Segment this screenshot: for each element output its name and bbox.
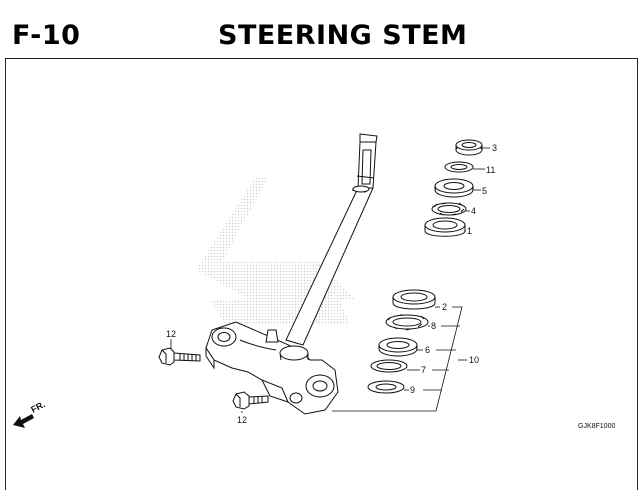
callout-8: 8 <box>431 321 436 331</box>
lower-bearing-stack <box>367 289 436 394</box>
steering-stem <box>205 133 378 415</box>
bolt-12-lower <box>232 391 269 410</box>
page-title: STEERING STEM <box>218 20 468 51</box>
callout-labels: 3 11 5 4 1 2 8 6 7 9 10 12 12 <box>166 143 497 425</box>
callout-12-lower: 12 <box>237 415 247 425</box>
callout-1: 1 <box>467 226 472 236</box>
upper-bearing-stack <box>424 139 483 237</box>
leader-lines <box>170 147 490 413</box>
bolt-12-upper <box>158 347 201 366</box>
callout-12-upper: 12 <box>166 329 176 339</box>
callout-3: 3 <box>492 143 497 153</box>
section-code: F-10 <box>12 20 81 51</box>
callout-5: 5 <box>482 186 487 196</box>
callout-6: 6 <box>425 345 430 355</box>
callout-9: 9 <box>410 385 415 395</box>
diagram-frame <box>5 58 638 490</box>
front-arrow-icon: FR. <box>13 399 47 428</box>
callout-2: 2 <box>442 302 447 312</box>
front-arrow-label: FR. <box>29 399 46 415</box>
catalog-code: GJK8F1000 <box>578 423 615 430</box>
callout-10: 10 <box>469 355 479 365</box>
callout-11: 11 <box>486 165 495 175</box>
callout-4: 4 <box>471 206 476 216</box>
callout-7: 7 <box>421 365 426 375</box>
